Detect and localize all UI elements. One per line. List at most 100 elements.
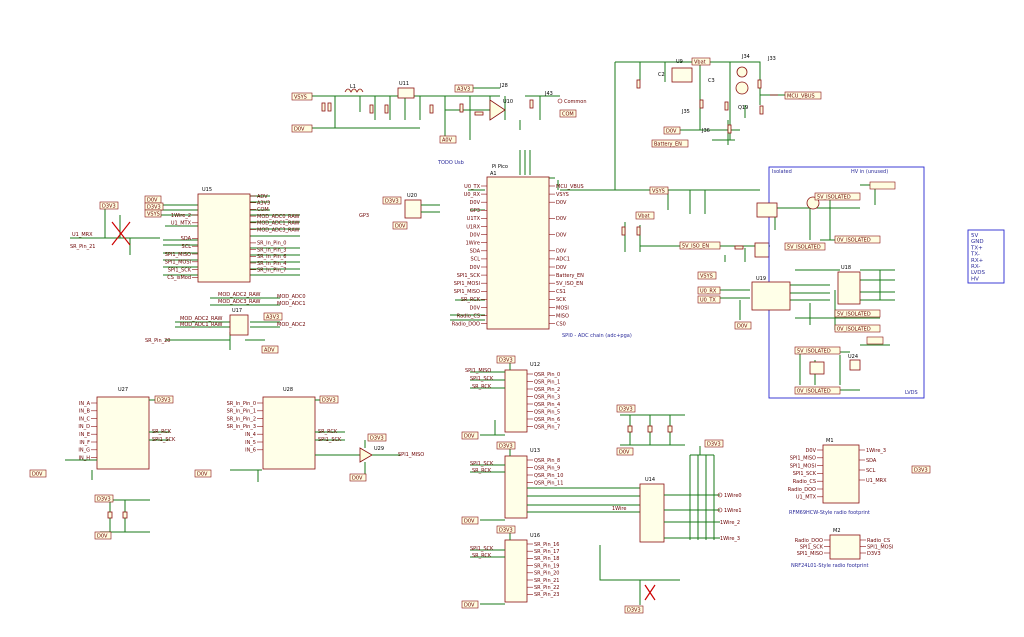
u16-out-label: SR_Pin_18 — [534, 556, 559, 562]
connector-pin-label: RX- — [971, 264, 980, 270]
u28-ref: U28 — [283, 387, 293, 393]
decoupling-caps-left: D3V3 D0V — [94, 494, 150, 540]
u15-left-label: SPI1_MISO — [165, 252, 191, 258]
u16-spi1-sck: SPI1_SCK — [470, 546, 494, 552]
m1-right-label: SCL — [866, 468, 876, 474]
u19-ref: U19 — [756, 276, 766, 282]
vbat-flag — [691, 57, 711, 66]
vsys-flag-lvds — [697, 271, 717, 280]
r48-resistor — [734, 245, 744, 250]
mcu-vbus-flag — [784, 91, 822, 100]
u15-right-label: MOD_ADC0_RAW — [257, 214, 299, 220]
u12-out-label: QSR_Pin_3 — [534, 394, 560, 400]
d0v-flag-u12 — [461, 431, 479, 440]
divider-r1 — [621, 226, 626, 236]
u0-tx-label: U0_TX — [700, 298, 716, 304]
optocoupler-u8 — [754, 242, 770, 258]
onewire1-test-point — [717, 507, 723, 513]
d3v3-label-decoup: D3V3 — [97, 497, 111, 503]
q17-level-shifter: D3V3 U1_MRX SR_Pin_21 — [70, 201, 160, 255]
u29-buffer-symbol — [359, 447, 373, 463]
d3v3-label-q15: D3V3 — [627, 608, 641, 614]
u28-in-label: SR_In_Pin_1 — [227, 409, 256, 415]
d3v3-flag-q15 — [624, 605, 644, 614]
d3v3-flag-u16 — [496, 525, 516, 534]
u16-out-label: SR_Pin_20 — [534, 571, 559, 577]
pico-right-label: 5V_ISO_EN — [556, 281, 583, 287]
nrf-note: NRF24L01-Style radio footprint — [791, 563, 869, 569]
u12-body — [504, 369, 528, 433]
u16-body — [504, 539, 528, 603]
q19-ref: Q19 — [738, 105, 748, 111]
j34-ref: J34 — [741, 54, 750, 60]
d3v3-flag-u13 — [496, 441, 516, 450]
module-connector-u15: U15 1Wire_2U1_MTXSDASCLSPI1_MISOSPI1_MOS… — [144, 187, 300, 283]
u27-sr-rck: SR_RCK — [152, 429, 172, 435]
d3v3-label-u14: D3V3 — [707, 442, 721, 448]
5v-isolated-flag-2 — [784, 242, 826, 251]
u0-tx-flag — [697, 295, 721, 304]
pico-right-label: MCU_VBUS — [556, 184, 584, 190]
u12-sr-rck: SR_RCK — [472, 384, 492, 390]
battery-passives — [636, 79, 764, 134]
u11-ref: U11 — [399, 81, 409, 87]
sr-pin-21-label: SR_Pin_21 — [70, 244, 95, 250]
m1-left-label: Radio_CS — [793, 479, 816, 485]
5v-iso-en-label: 5V_ISO_EN — [682, 244, 709, 250]
m1-right-label: 1Wire_3 — [866, 448, 886, 454]
u16-out-label: SR_Pin_22 — [534, 585, 559, 591]
onewire1-label: 1Wire1 — [724, 508, 742, 514]
pico-left-label: SPI1_MISO — [454, 289, 480, 295]
u12-ref: U12 — [530, 362, 540, 368]
pico-left-label: Radio_CS — [457, 313, 480, 319]
j33-ref: J33 — [767, 56, 776, 62]
d3v3-flag-m1 — [911, 465, 931, 474]
charger-u9 — [671, 67, 693, 83]
m2-right-label: D3V3 — [867, 551, 881, 557]
mcu-vbus-label: MCU_VBUS — [787, 94, 815, 100]
vsys-label-mid: VSYS — [652, 189, 665, 195]
vsys-label-u15: VSYS — [147, 212, 160, 218]
u16-ref: U16 — [530, 533, 540, 539]
u15-left-pins: 1Wire_2U1_MTXSDASCLSPI1_MISOSPI1_MOSISPI… — [165, 213, 198, 281]
u0-rx-label: U0_RX — [700, 289, 717, 295]
0v-isolated-label-2: 0V_ISOLATED — [837, 327, 871, 333]
d3v3-label-u16: D3V3 — [499, 528, 513, 534]
connector-pin-label: RX+ — [971, 258, 984, 264]
u20-ref: U20 — [407, 193, 417, 199]
u10-ref: U10 — [503, 99, 513, 105]
j28-ref: J28 — [499, 83, 508, 89]
transistor-q18 — [736, 66, 748, 78]
5v-isolated-label: 5V_ISOLATED — [817, 195, 851, 201]
vbat-label-mid: Vbat — [638, 214, 650, 220]
d3v3-flag-u28 — [319, 395, 339, 404]
u12-spi1-sck: SPI1_SCK — [470, 376, 494, 382]
u28-in-label: IN_6 — [245, 448, 256, 454]
m2-left-label: Radio_DOO — [795, 538, 823, 544]
u12-out-label: QSR_Pin_1 — [534, 379, 560, 385]
pico-left-label: U1TX — [467, 216, 481, 222]
u14-ref: U14 — [645, 477, 655, 483]
5v-isolated-flag — [814, 192, 861, 201]
d3v3-flag-c34 — [616, 404, 636, 413]
mod-adc1-raw-left: MOD_ADC1_RAW — [180, 322, 222, 328]
m1-ref: M1 — [826, 438, 834, 444]
u15-left-label: SCL — [182, 244, 192, 250]
m1-left-label: U1_MTX — [796, 495, 817, 501]
u29-spi1-miso: SPI1_MISO — [398, 452, 424, 458]
divider-r2 — [636, 226, 641, 236]
d0v-label-batt: D0V — [666, 129, 677, 135]
u15-left-label: SPI1_SCK — [168, 267, 192, 273]
u13-out-label: QSR_Pin_8 — [534, 458, 560, 464]
u13-body — [504, 455, 528, 519]
u16-sr-rck: SR_RCK — [472, 553, 492, 559]
vsys-label: VSYS — [294, 95, 307, 101]
u28-in-label: SR_In_Pin_3 — [227, 424, 256, 430]
5v-isolated-label-3: 5V_ISOLATED — [837, 312, 871, 318]
u12-out-label: QSR_Pin_6 — [534, 417, 560, 423]
u28-body — [262, 396, 316, 470]
onewire0-label: 1Wire0 — [724, 493, 742, 499]
